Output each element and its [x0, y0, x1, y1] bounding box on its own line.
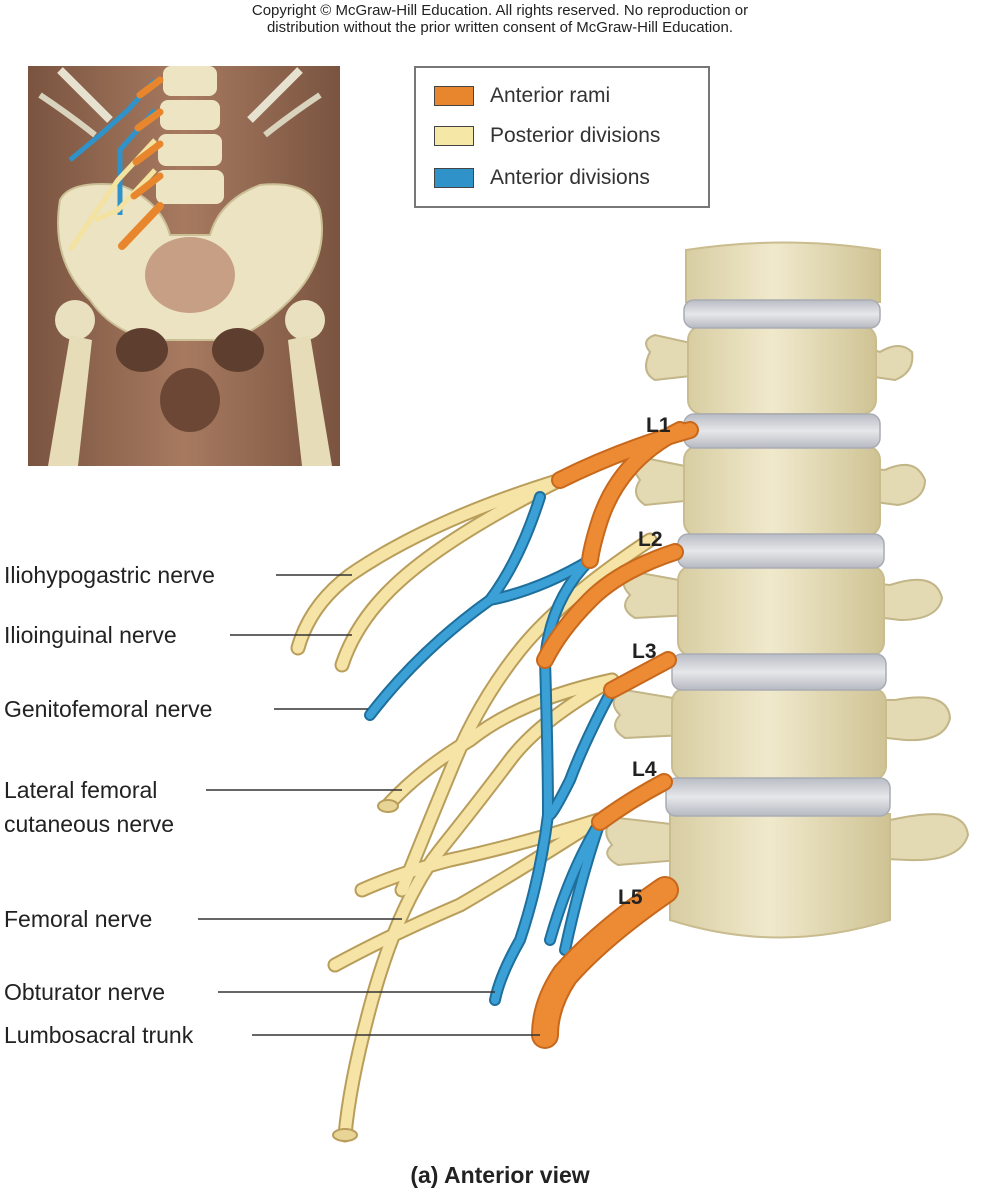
vertebral-column	[605, 241, 970, 939]
copyright-line-1: Copyright © McGraw-Hill Education. All r…	[251, 2, 749, 19]
label-femoral-nerve: Femoral nerve	[4, 906, 153, 932]
legend-item-anterior-divisions: Anterior divisions	[434, 166, 650, 190]
lumbar-plexus	[290, 421, 699, 1143]
level-label-l1: L1	[646, 414, 671, 437]
legend-label: Posterior divisions	[490, 124, 661, 147]
legend-item-posterior-divisions: Posterior divisions	[434, 124, 660, 148]
label-lateral-femoral-line2: cutaneous nerve	[4, 811, 175, 837]
copyright-notice: Copyright © McGraw-Hill Education. All r…	[0, 2, 1000, 36]
legend-label: Anterior divisions	[490, 166, 650, 189]
pelvis-inset	[28, 66, 340, 466]
label-genitofemoral-nerve: Genitofemoral nerve	[4, 696, 213, 722]
legend-item-anterior-rami: Anterior rami	[434, 84, 610, 108]
level-label-l4: L4	[632, 758, 657, 781]
figure-caption: (a) Anterior view	[410, 1162, 590, 1188]
legend-label: Anterior rami	[490, 84, 611, 107]
label-lateral-femoral-line1: Lateral femoral	[4, 777, 158, 803]
copyright-line-2: distribution without the prior written c…	[266, 19, 734, 36]
leader-lines	[198, 574, 540, 1036]
level-label-l5: L5	[618, 886, 643, 909]
label-ilioinguinal-nerve: Ilioinguinal nerve	[4, 622, 177, 648]
legend-swatch	[434, 126, 474, 146]
label-iliohypogastric-nerve: Iliohypogastric nerve	[4, 562, 215, 588]
legend-swatch	[434, 86, 474, 106]
legend-swatch	[434, 168, 474, 188]
label-lumbosacral-trunk: Lumbosacral trunk	[4, 1022, 194, 1048]
label-obturator-nerve: Obturator nerve	[4, 979, 166, 1005]
legend: Anterior rami Posterior divisions Anteri…	[414, 66, 710, 208]
level-label-l2: L2	[638, 528, 663, 551]
level-label-l3: L3	[632, 640, 657, 663]
